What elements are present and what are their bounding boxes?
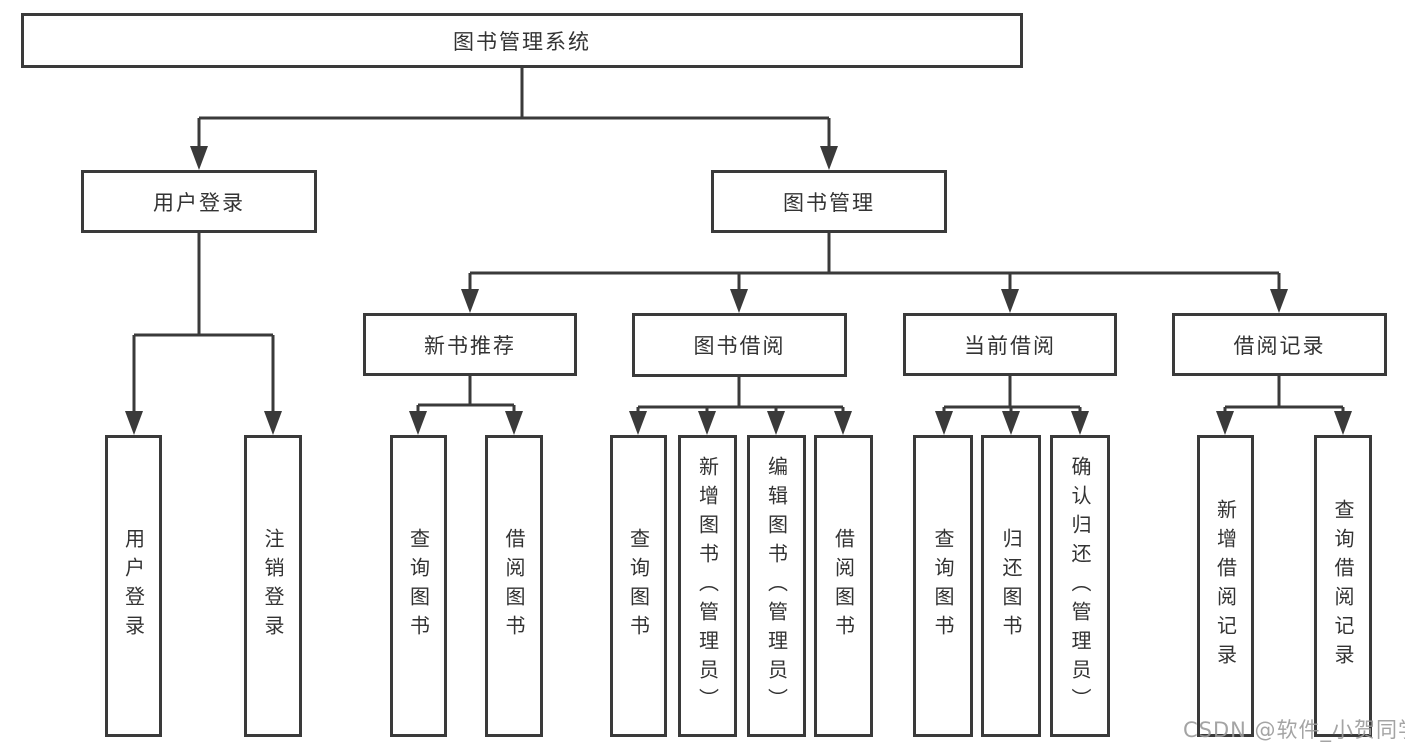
- leaf-query-borrow-record-label: 查询借阅记录: [1331, 499, 1355, 673]
- arrowhead: [1001, 289, 1019, 313]
- node-root: 图书管理系统: [21, 13, 1023, 68]
- arrowhead: [767, 411, 785, 435]
- leaf-borrow-books-recommend: 借阅图书: [485, 435, 543, 737]
- arrowhead: [730, 289, 748, 313]
- arrowhead: [505, 411, 523, 435]
- arrowhead: [629, 411, 647, 435]
- leaf-query-books-current-label: 查询图书: [931, 528, 955, 644]
- arrowhead: [1002, 411, 1020, 435]
- leaf-add-borrow-record-label: 新增借阅记录: [1213, 499, 1238, 673]
- leaf-edit-books-admin: 编辑图书（管理员）: [747, 435, 806, 737]
- arrowhead: [1216, 411, 1234, 435]
- node-book-management-label: 图书管理: [783, 190, 875, 215]
- node-book-borrow-label: 图书借阅: [693, 334, 786, 358]
- leaf-borrow-books-recommend-label: 借阅图书: [502, 528, 526, 644]
- leaf-borrow-books: 借阅图书: [814, 435, 873, 737]
- leaf-logout-label: 注销登录: [261, 528, 285, 644]
- arrowhead: [698, 411, 716, 435]
- node-book-borrow: 图书借阅: [632, 313, 847, 377]
- leaf-edit-books-admin-label: 编辑图书（管理员）: [764, 455, 789, 717]
- leaf-add-books-admin: 新增图书（管理员）: [678, 435, 737, 737]
- node-user-login-branch-label: 用户登录: [153, 190, 245, 215]
- node-new-book-recommend: 新书推荐: [363, 313, 577, 376]
- leaf-query-books-borrow-label: 查询图书: [626, 528, 651, 644]
- leaf-user-login: 用户登录: [105, 435, 162, 737]
- leaf-add-books-admin-label: 新增图书（管理员）: [695, 455, 720, 717]
- leaf-query-books-recommend: 查询图书: [390, 435, 447, 737]
- node-book-management: 图书管理: [711, 170, 947, 233]
- arrowhead: [820, 146, 838, 170]
- arrowhead: [264, 411, 282, 435]
- node-root-label: 图书管理系统: [453, 29, 591, 54]
- arrowhead: [1071, 411, 1089, 435]
- node-borrow-records-label: 借阅记录: [1233, 333, 1326, 358]
- arrowhead: [190, 146, 208, 170]
- leaf-confirm-return-admin-label: 确认归还（管理员）: [1068, 455, 1092, 717]
- leaf-logout: 注销登录: [244, 435, 302, 737]
- arrowhead: [834, 411, 852, 435]
- node-new-book-recommend-label: 新书推荐: [424, 333, 516, 358]
- node-current-borrow-label: 当前借阅: [964, 333, 1056, 358]
- leaf-return-books: 归还图书: [981, 435, 1041, 737]
- leaf-query-books-borrow: 查询图书: [610, 435, 667, 737]
- arrowhead: [935, 411, 953, 435]
- arrowhead: [461, 289, 479, 313]
- leaf-query-books-current: 查询图书: [913, 435, 973, 737]
- csdn-watermark: CSDN @软件_小贺同学: [1183, 718, 1405, 742]
- leaf-query-borrow-record: 查询借阅记录: [1314, 435, 1372, 737]
- leaf-add-borrow-record: 新增借阅记录: [1197, 435, 1254, 737]
- leaf-borrow-books-label: 借阅图书: [831, 528, 856, 644]
- arrowhead: [1334, 411, 1352, 435]
- leaf-confirm-return-admin: 确认归还（管理员）: [1050, 435, 1110, 737]
- arrowhead: [409, 411, 427, 435]
- arrowhead: [125, 411, 143, 435]
- leaf-user-login-label: 用户登录: [121, 528, 146, 644]
- node-current-borrow: 当前借阅: [903, 313, 1117, 376]
- arrowhead: [1270, 289, 1288, 313]
- node-user-login-branch: 用户登录: [81, 170, 317, 233]
- leaf-query-books-recommend-label: 查询图书: [406, 528, 431, 644]
- leaf-return-books-label: 归还图书: [999, 528, 1023, 644]
- node-borrow-records: 借阅记录: [1172, 313, 1387, 376]
